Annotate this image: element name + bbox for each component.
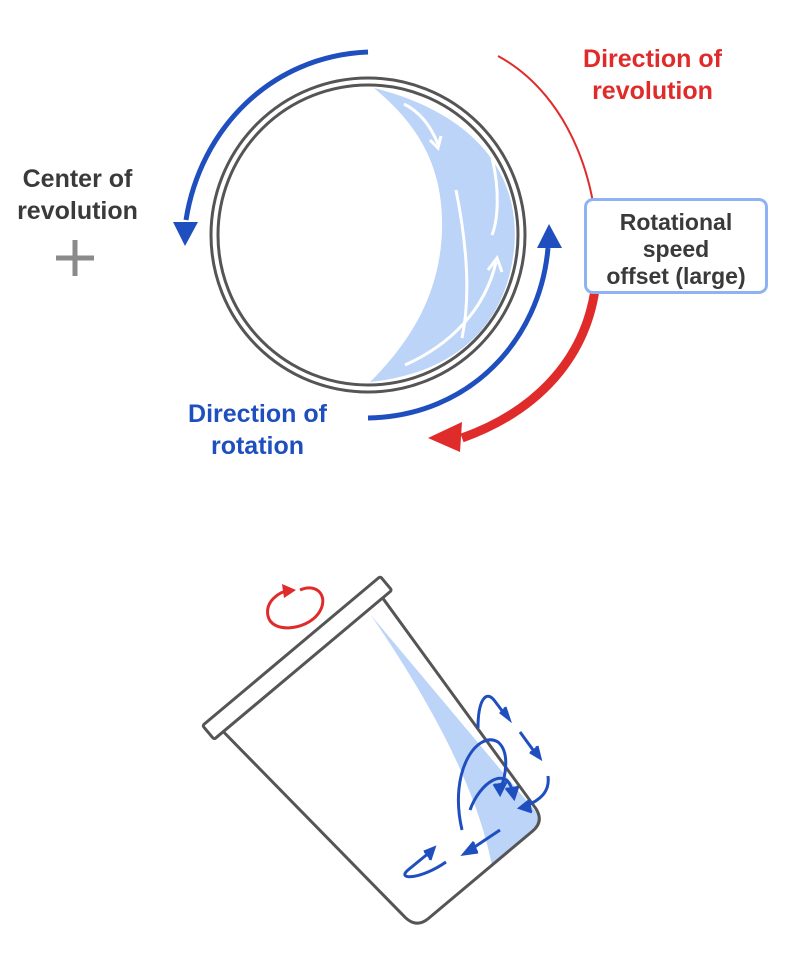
rotation-arrow-top xyxy=(183,49,369,221)
flow-arrow xyxy=(404,261,498,367)
direction-of-rotation-label: Direction of rotation xyxy=(188,400,327,460)
liquid-crescent xyxy=(370,88,515,382)
rotation-icon xyxy=(266,584,325,630)
liquid-side xyxy=(370,614,539,866)
rotation-arrow-bottom xyxy=(367,247,551,421)
center-plus-icon xyxy=(56,240,94,276)
side-flow-arrows xyxy=(403,694,550,879)
flow-arrow xyxy=(403,102,440,145)
direction-of-revolution-label: Direction of revolution xyxy=(583,45,722,105)
flow-arrow xyxy=(490,157,499,236)
container-top-view xyxy=(209,76,527,394)
container-side-view xyxy=(201,575,541,925)
center-of-revolution-label: Center of revolution xyxy=(17,165,138,225)
rotational-speed-offset-box: Rotational speed offset (large) xyxy=(584,198,768,294)
